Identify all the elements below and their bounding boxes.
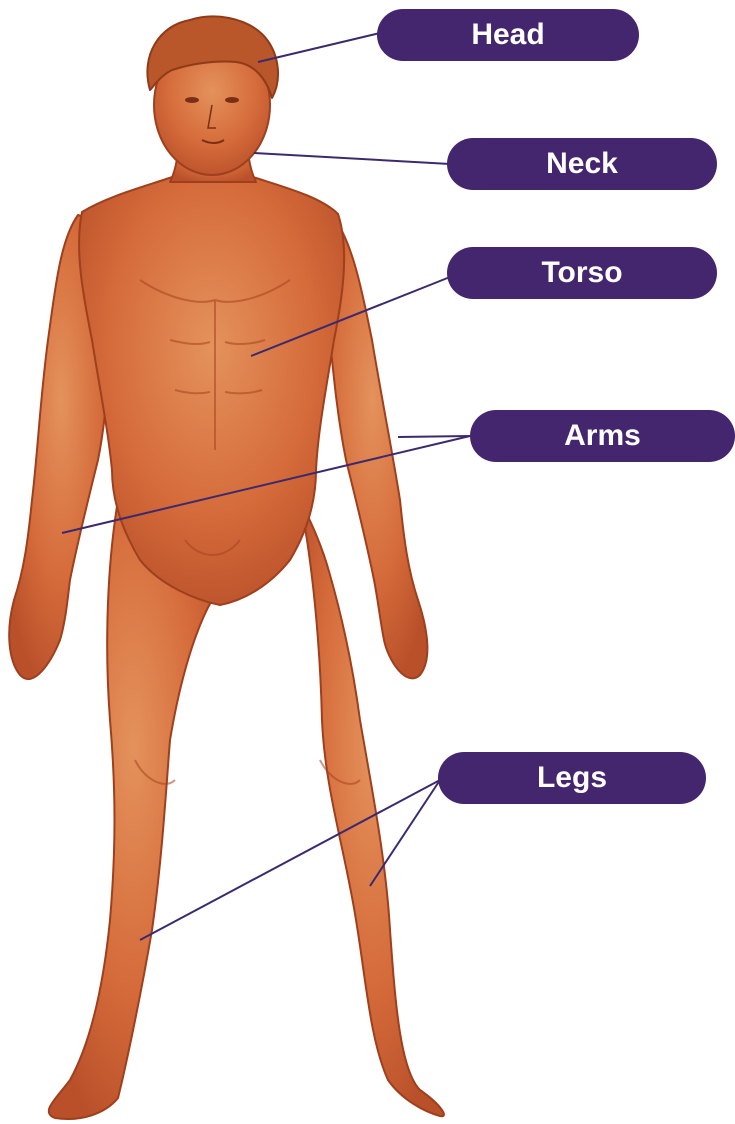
leader-line-legs-right [370, 780, 440, 886]
leader-line-legs-left [140, 780, 440, 940]
label-legs: Legs [438, 752, 706, 804]
label-torso: Torso [447, 247, 717, 299]
leader-line-neck [254, 153, 450, 164]
leader-line-head [258, 33, 380, 62]
leader-line-arms-right [398, 436, 470, 437]
label-head: Head [377, 9, 639, 61]
label-arms: Arms [470, 410, 735, 462]
human-figure [9, 16, 444, 1119]
label-neck: Neck [447, 138, 717, 190]
